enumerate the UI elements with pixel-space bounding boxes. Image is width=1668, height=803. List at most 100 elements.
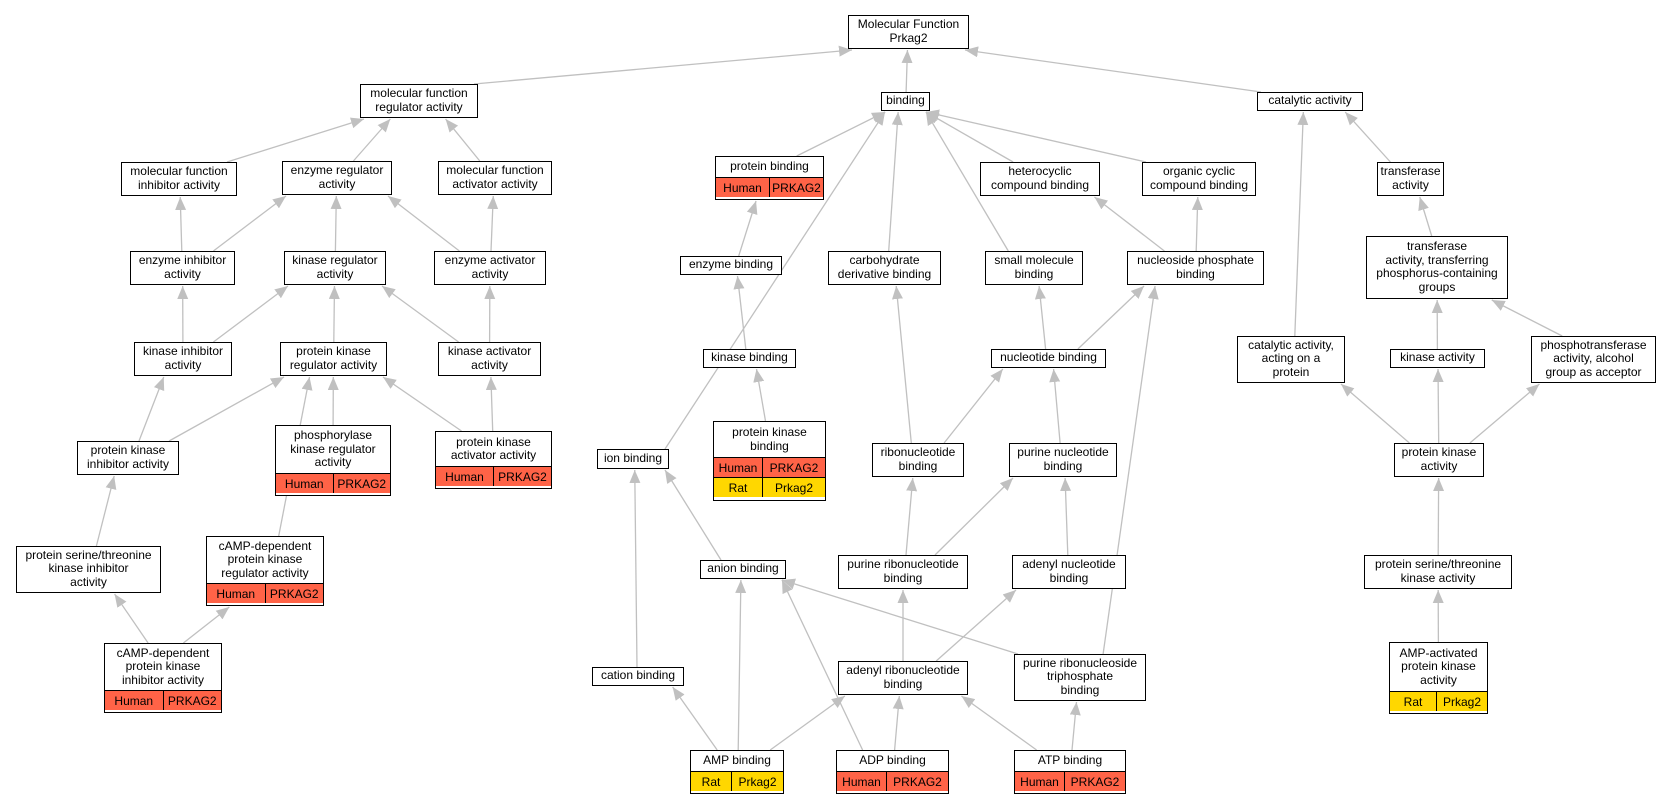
node-label: enzyme regulator activity: [290, 163, 384, 191]
edge-catalytic-to-root: [964, 46, 1262, 93]
node-label: cation binding: [600, 668, 676, 683]
edge-mfia-to-mfr: [226, 117, 365, 163]
node-label: transferase activity: [1380, 164, 1441, 192]
node-kinase-inhibitor-activity: kinase inhibitor activity: [134, 342, 232, 376]
edge-cationbind-to-ionbind: [629, 469, 641, 668]
node-label: molecular function regulator activity: [370, 86, 468, 114]
edge-pka-to-kinact: [1432, 368, 1444, 444]
node-kinase-binding: kinase binding: [703, 349, 796, 368]
node-molecular-function-prkag2: Molecular Function Prkag2: [848, 15, 969, 49]
node-molecular-function-inhibitor-activity: molecular function inhibitor activity: [121, 162, 237, 196]
species-cell: Human: [716, 178, 769, 198]
node-transferase-activity-transferring-phosphorus-containing-groups: transferase activity, transferring phosp…: [1366, 236, 1508, 299]
node-label: Molecular Function Prkag2: [857, 17, 960, 45]
node-protein-serine-threonine-kinase-activity: protein serine/threonine kinase activity: [1364, 555, 1512, 589]
edge-purribo-to-ribonuc: [905, 477, 918, 556]
edge-purriboside-to-nucphos: [1102, 285, 1159, 655]
node-enzyme-regulator-activity: enzyme regulator activity: [282, 161, 392, 195]
node-protein-kinase-activity: protein kinase activity: [1394, 443, 1484, 477]
node-protein-serine-threonine-kinase-inhibitor-activity: protein serine/threonine kinase inhibito…: [16, 546, 161, 593]
edge-eaa-to-mfaa: [487, 195, 499, 252]
node-carbohydrate-derivative-binding: carbohydrate derivative binding: [828, 251, 941, 285]
node-catalytic-activity: catalytic activity: [1257, 92, 1363, 111]
gene-cell: PRKAG2: [769, 178, 823, 198]
gene-cell: Prkag2: [1436, 692, 1487, 712]
node-heterocyclic-compound-binding: heterocyclic compound binding: [980, 162, 1100, 196]
node-label: nucleotide binding: [1000, 350, 1097, 365]
node-label: kinase regulator activity: [292, 253, 378, 281]
gene-cell: PRKAG2: [162, 691, 221, 711]
edge-amp-to-cationbind: [672, 686, 718, 751]
node-adenyl-nucleotide-binding: adenyl nucleotide binding: [1012, 555, 1126, 589]
edge-smallmol-to-binding: [925, 111, 1009, 252]
edge-amp-to-adenylribo: [769, 695, 846, 751]
species-cell: Human: [1015, 772, 1064, 792]
edge-adenylribo-to-adenylnuc: [935, 589, 1017, 662]
edge-nucphos-to-orgcyc: [1191, 196, 1203, 252]
node-purine-nucleotide-binding: purine nucleotide binding: [1009, 443, 1117, 477]
node-ion-binding: ion binding: [597, 449, 669, 469]
node-label: phosphorylase kinase regulator activity: [290, 428, 376, 470]
edge-orgcyc-to-binding: [925, 109, 1147, 163]
gene-cell: PRKAG2: [264, 584, 323, 604]
node-label: transferase activity, transferring phosp…: [1376, 239, 1498, 294]
species-cell: Rat: [714, 478, 762, 498]
node-label: molecular function inhibitor activity: [130, 164, 228, 192]
edge-campia-to-campra: [182, 606, 230, 644]
node-label: protein kinase regulator activity: [289, 344, 378, 372]
node-label: catalytic activity: [1268, 93, 1352, 108]
node-enzyme-inhibitor-activity: enzyme inhibitor activity: [130, 251, 235, 285]
node-label: protein serine/threonine kinase inhibito…: [25, 547, 152, 589]
node-label: protein kinase binding: [732, 425, 807, 453]
node-label: kinase inhibitor activity: [142, 344, 224, 372]
edge-transphos-to-transferase: [1418, 196, 1433, 237]
node-organic-cyclic-compound-binding: organic cyclic compound binding: [1142, 162, 1256, 196]
node-label: binding: [886, 93, 925, 108]
edge-nucbind-to-nucphos: [1077, 285, 1145, 350]
node-anion-binding: anion binding: [700, 560, 786, 579]
edge-eaa-to-era: [387, 195, 460, 252]
node-label: kinase activity: [1400, 350, 1475, 365]
node-label: protein kinase activator activity: [450, 434, 537, 463]
node-label: protein binding: [730, 159, 809, 174]
edge-kinbind-to-enzbind: [733, 275, 747, 350]
species-cell: Human: [714, 458, 762, 478]
node-label: nucleoside phosphate binding: [1137, 253, 1254, 281]
edge-nucbind-to-smallmol: [1034, 285, 1047, 350]
node-camp-dependent-protein-kinase-regulator-activity: cAMP-dependent protein kinase regulator …: [206, 536, 324, 606]
node-label: enzyme inhibitor activity: [138, 253, 227, 281]
node-label: anion binding: [707, 561, 779, 576]
node-molecular-function-regulator-activity: molecular function regulator activity: [360, 84, 478, 118]
node-protein-kinase-regulator-activity: protein kinase regulator activity: [280, 342, 387, 376]
edge-eia-to-mfia: [175, 196, 187, 252]
edge-pkaa-to-pkra: [382, 376, 462, 432]
node-kinase-activity: kinase activity: [1390, 349, 1485, 368]
node-label: organic cyclic compound binding: [1149, 164, 1249, 192]
edge-pstkia-to-pkia: [95, 475, 117, 547]
node-purine-ribonucleoside-triphosphate-binding: purine ribonucleoside triphosphate bindi…: [1014, 654, 1146, 701]
edge-catprot-to-catalytic: [1294, 111, 1309, 337]
node-label: purine nucleotide binding: [1017, 445, 1109, 473]
node-transferase-activity: transferase activity: [1377, 162, 1444, 196]
node-nucleotide-binding: nucleotide binding: [991, 349, 1106, 368]
edge-hetcyc-to-binding: [925, 111, 1014, 163]
edge-adenylnuc-to-purnuc: [1060, 477, 1072, 556]
edge-pka-to-catprot: [1340, 383, 1410, 444]
edge-protbind-to-binding: [796, 111, 886, 157]
node-protein-kinase-inhibitor-activity: protein kinase inhibitor activity: [77, 441, 179, 475]
node-label: protein serine/threonine kinase activity: [1374, 557, 1502, 585]
species-cell: Human: [207, 584, 265, 604]
node-label: AMP-activated protein kinase activity: [1399, 645, 1478, 687]
gene-cell: PRKAG2: [762, 458, 825, 478]
node-label: small molecule binding: [994, 253, 1074, 281]
species-cell: Human: [837, 772, 886, 792]
